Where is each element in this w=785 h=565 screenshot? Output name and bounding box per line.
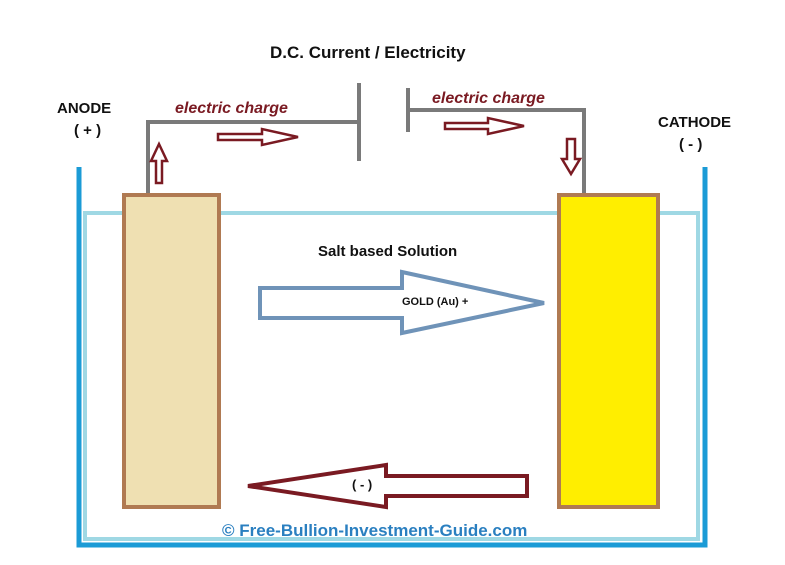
anode-up-arrow bbox=[149, 141, 169, 185]
negative-ion-arrow bbox=[247, 462, 529, 510]
cathode-wire bbox=[408, 108, 586, 194]
right-charge-arrow bbox=[443, 116, 525, 136]
anode-wire bbox=[146, 120, 360, 194]
diagram-title: D.C. Current / Electricity bbox=[270, 43, 466, 62]
anode-sign: ( + ) bbox=[74, 122, 102, 139]
copyright-watermark: © Free-Bullion-Investment-Guide.com bbox=[222, 521, 528, 540]
cathode-label: CATHODE bbox=[658, 114, 732, 131]
cathode-electrode bbox=[557, 193, 660, 509]
cathode-sign: ( - ) bbox=[679, 136, 703, 153]
anode-label: ANODE bbox=[57, 100, 112, 117]
salt-solution bbox=[83, 211, 700, 541]
electric-charge-label-right: electric charge bbox=[432, 90, 545, 107]
solution-label: Salt based Solution bbox=[318, 243, 458, 260]
left-charge-arrow bbox=[216, 127, 299, 147]
cathode-down-arrow bbox=[559, 137, 583, 177]
electric-charge-label-left: electric charge bbox=[175, 100, 288, 117]
negative-flow-label: ( - ) bbox=[352, 477, 373, 492]
gold-ion-arrow bbox=[258, 269, 545, 336]
gold-flow-label: GOLD (Au) + bbox=[402, 296, 469, 308]
container-vessel bbox=[76, 167, 708, 548]
anode-electrode bbox=[122, 193, 221, 509]
